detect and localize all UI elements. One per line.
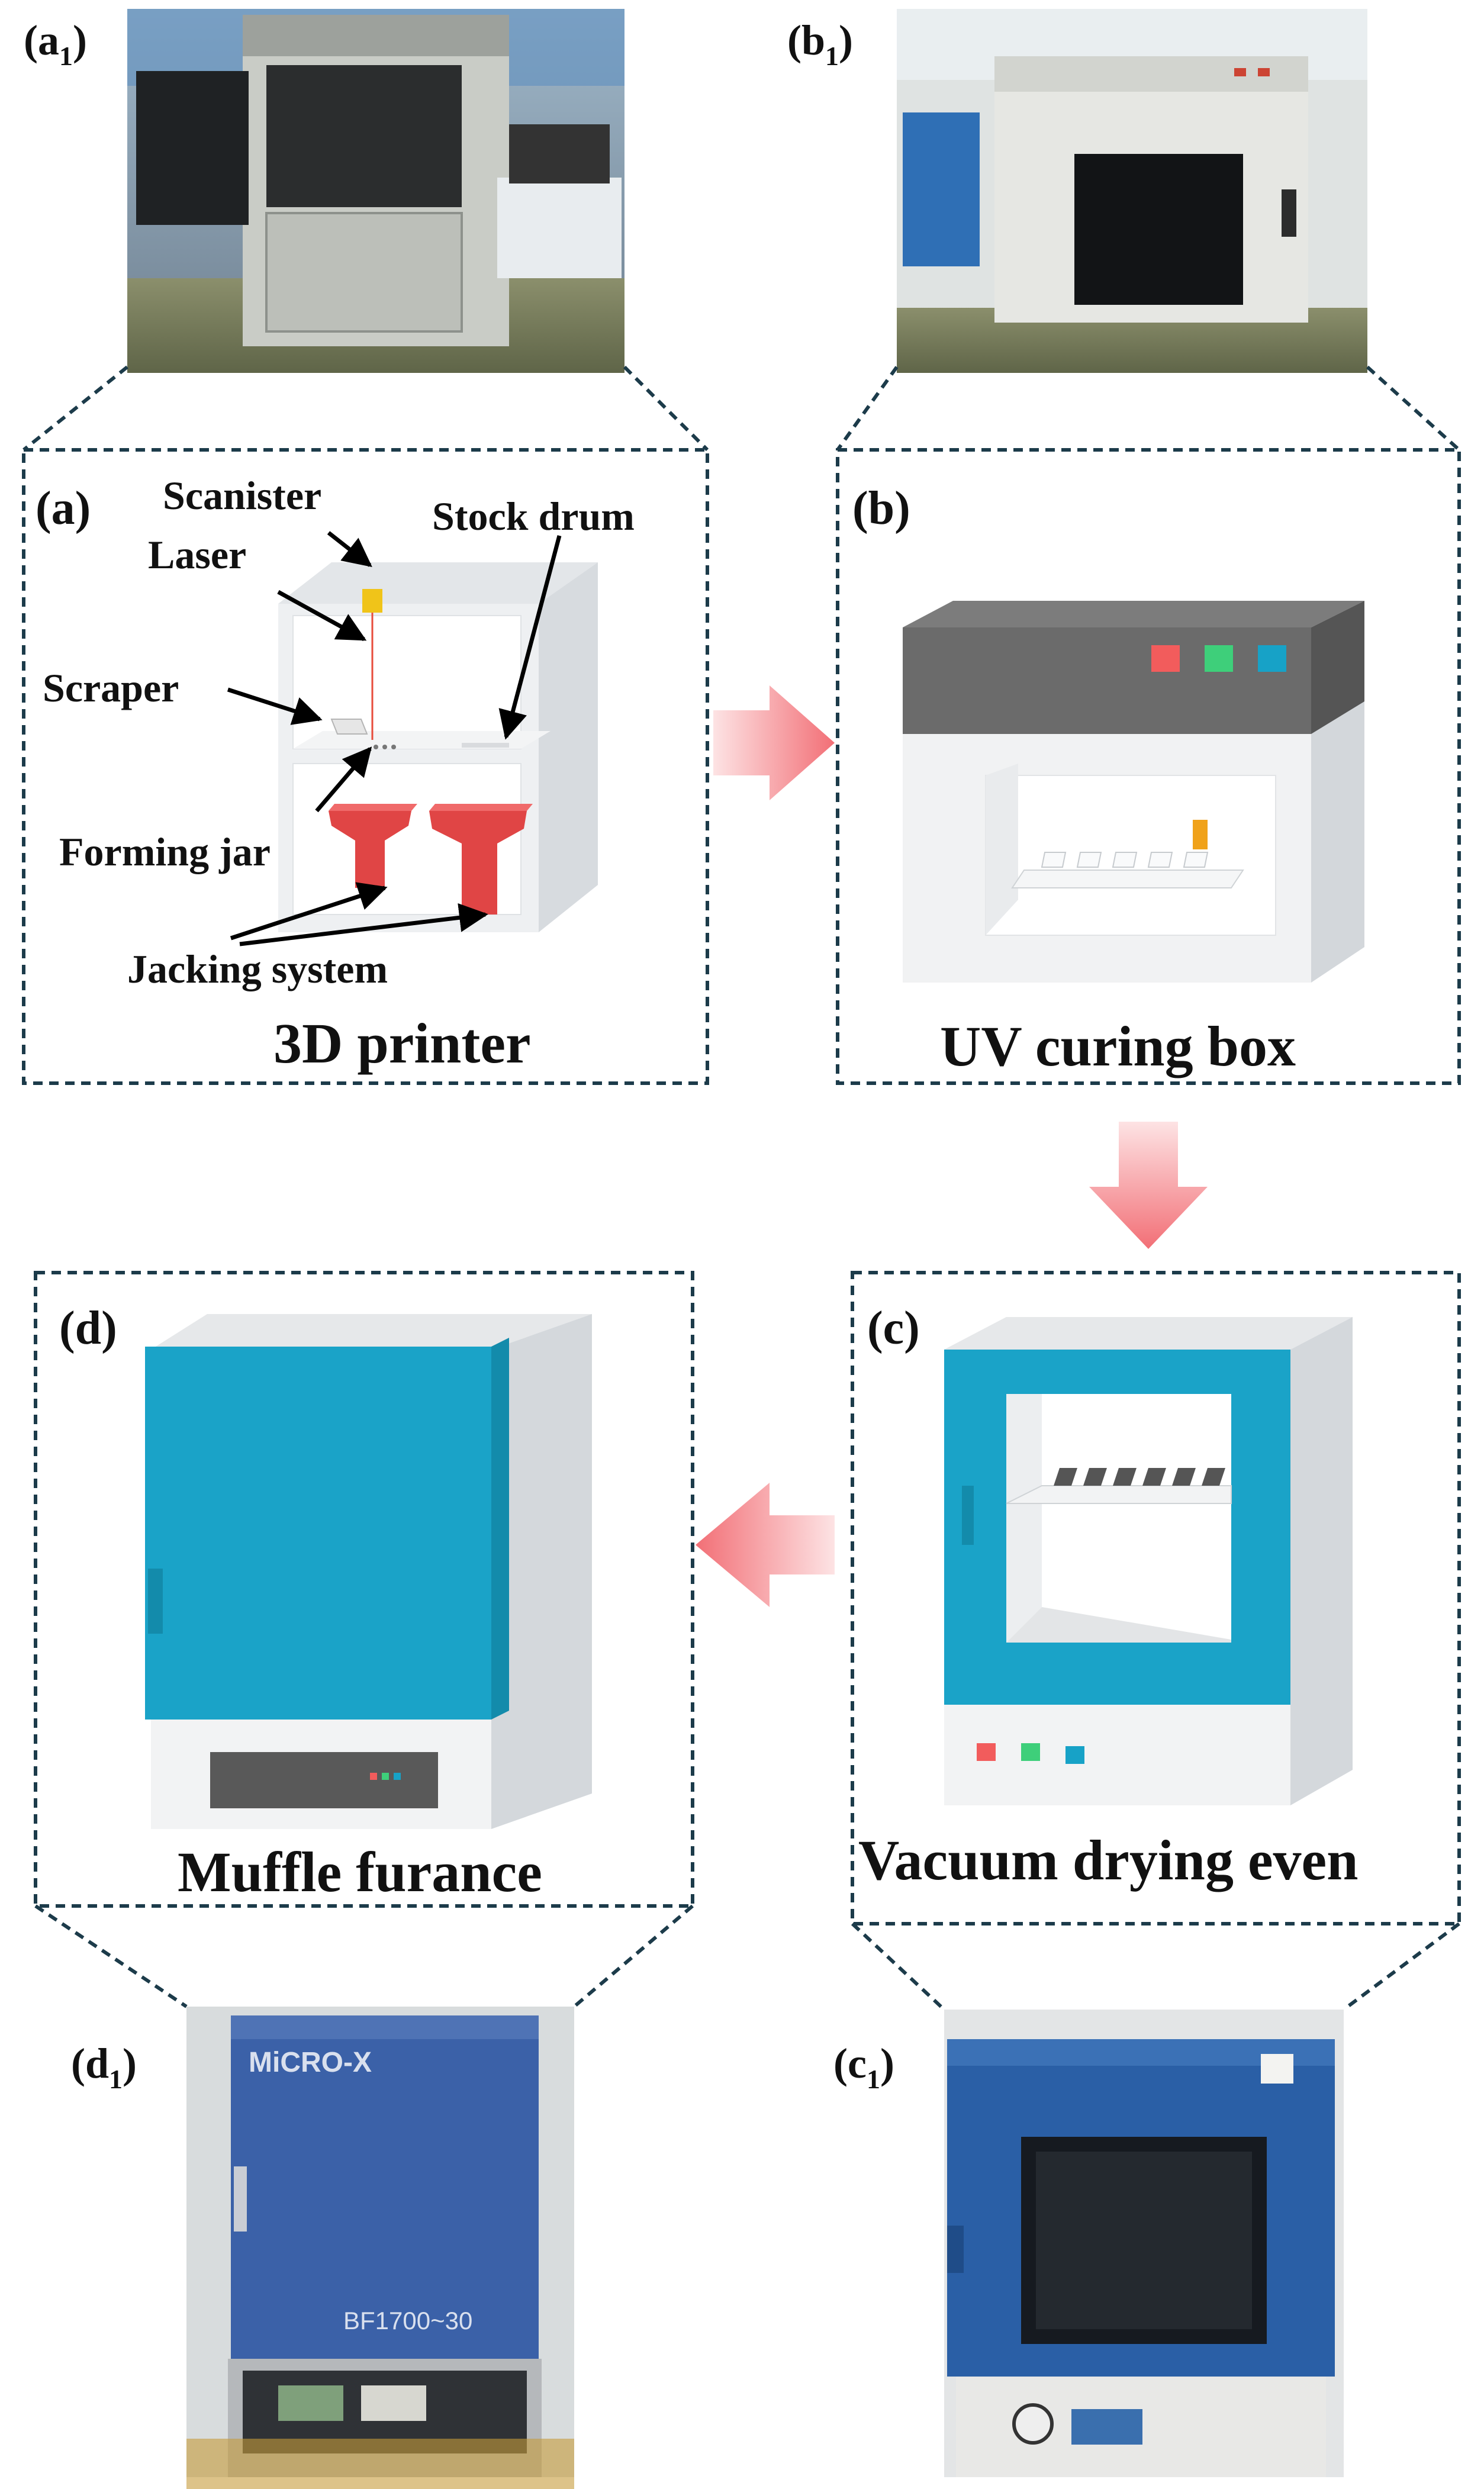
- tag-d1: (d1): [71, 2040, 137, 2094]
- tag-b: (b): [852, 482, 910, 534]
- jacking-system-parts: [329, 804, 533, 915]
- label-jacking-system: Jacking system: [127, 946, 388, 991]
- tag-a1: (a1): [24, 17, 87, 71]
- vacuum-oven-illustration: [944, 1317, 1353, 1805]
- tag-c1: (c1): [833, 2040, 894, 2094]
- printer-callout-arrows: [227, 531, 562, 946]
- caption-uv-curing-box: UV curing box: [940, 1015, 1296, 1078]
- label-scraper: Scraper: [43, 665, 179, 710]
- tag-c: (c): [867, 1302, 920, 1354]
- indicator-blue: [1258, 645, 1286, 672]
- svg-text:(b1): (b1): [787, 17, 853, 71]
- bottom-connectors: [34, 1904, 1460, 2011]
- photo-d1-muffle-furnace: MiCRO-X BF1700~30: [186, 2007, 574, 2489]
- indicator-red: [1151, 645, 1180, 672]
- svg-text:(a1): (a1): [24, 17, 87, 71]
- photo-b1-uv-curing-box: [897, 9, 1367, 373]
- caption-muffle-furance: Muffle furance: [178, 1840, 542, 1904]
- top-connectors: [22, 365, 1461, 452]
- photo-c1-vacuum-oven: [944, 2010, 1344, 2477]
- photo-a1-3d-printer: [127, 9, 624, 373]
- panel-d-frame: [34, 1271, 694, 1908]
- flow-arrow-b-to-c: [1089, 1122, 1208, 1249]
- svg-text:(c1): (c1): [833, 2040, 894, 2094]
- tag-d: (d): [59, 1302, 117, 1354]
- tag-b1: (b1): [787, 17, 853, 71]
- label-laser: Laser: [148, 532, 246, 577]
- tag-a: (a): [36, 482, 91, 534]
- flow-arrow-c-to-d: [696, 1483, 835, 1607]
- d1-brand-text: MiCRO-X: [249, 2047, 372, 2078]
- label-scanister: Scanister: [163, 473, 321, 518]
- panel-b-frame: [836, 448, 1461, 1085]
- caption-vacuum-drying-even: Vacuum drying even: [858, 1828, 1359, 1892]
- uv-box-illustration: [903, 601, 1364, 983]
- svg-text:(d1): (d1): [71, 2040, 137, 2094]
- panel-a-frame: [22, 448, 709, 1085]
- label-forming-jar: Forming jar: [59, 829, 271, 874]
- caption-3d-printer: 3D printer: [273, 1012, 531, 1075]
- printer-illustration: [278, 562, 598, 932]
- flow-arrow-a-to-b: [713, 685, 835, 800]
- label-stock-drum: Stock drum: [432, 494, 635, 539]
- indicator-green: [1205, 645, 1233, 672]
- muffle-furnace-illustration: [145, 1314, 592, 1829]
- panel-c-frame: [851, 1271, 1461, 1925]
- d1-model-text: BF1700~30: [343, 2307, 472, 2335]
